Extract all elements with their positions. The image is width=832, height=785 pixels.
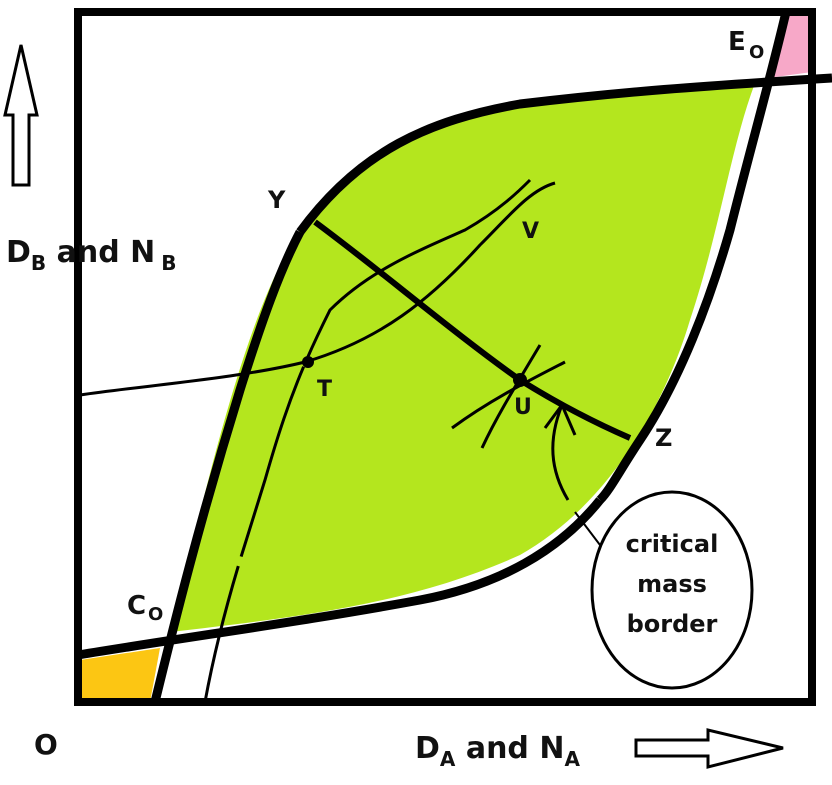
critical-mass-callout	[590, 490, 754, 690]
label-t: T	[317, 377, 332, 402]
y-z-line	[313, 219, 632, 441]
thin-line-bottom-to-v	[203, 178, 532, 703]
u-line-1	[451, 360, 566, 430]
point-t-dot	[302, 356, 314, 368]
x-axis-arrow-icon	[634, 728, 784, 769]
callout-connector	[574, 511, 601, 546]
lower-boundary-curve	[77, 497, 604, 660]
bottom-left-region	[80, 648, 160, 702]
callout-line-3: border	[627, 610, 718, 638]
y-axis-arrow-icon	[3, 44, 39, 187]
right-boundary-curve	[596, 10, 791, 504]
feasible-lens-region	[170, 83, 755, 632]
label-e-sub: O	[749, 42, 764, 63]
u-line-2	[480, 344, 542, 449]
label-c: C	[127, 591, 146, 621]
left-boundary-curve	[150, 229, 304, 704]
label-u: U	[514, 395, 532, 420]
callout-line-2: mass	[637, 570, 707, 598]
upper-boundary-curve	[296, 73, 832, 235]
origin-label: O	[34, 728, 58, 761]
point-u-dot	[513, 373, 527, 387]
label-z: Z	[655, 424, 672, 452]
callout-arrowhead	[543, 402, 577, 436]
callout-line-1: critical	[626, 530, 719, 558]
label-v: V	[522, 219, 539, 244]
label-y: Y	[267, 186, 286, 214]
label-c-sub: O	[148, 604, 163, 625]
x-axis-label: DA and NA	[415, 731, 580, 771]
callout-arrow	[551, 404, 570, 501]
thin-line-left-to-v	[79, 181, 556, 397]
chart-frame	[74, 8, 816, 706]
label-e: E	[728, 27, 746, 57]
